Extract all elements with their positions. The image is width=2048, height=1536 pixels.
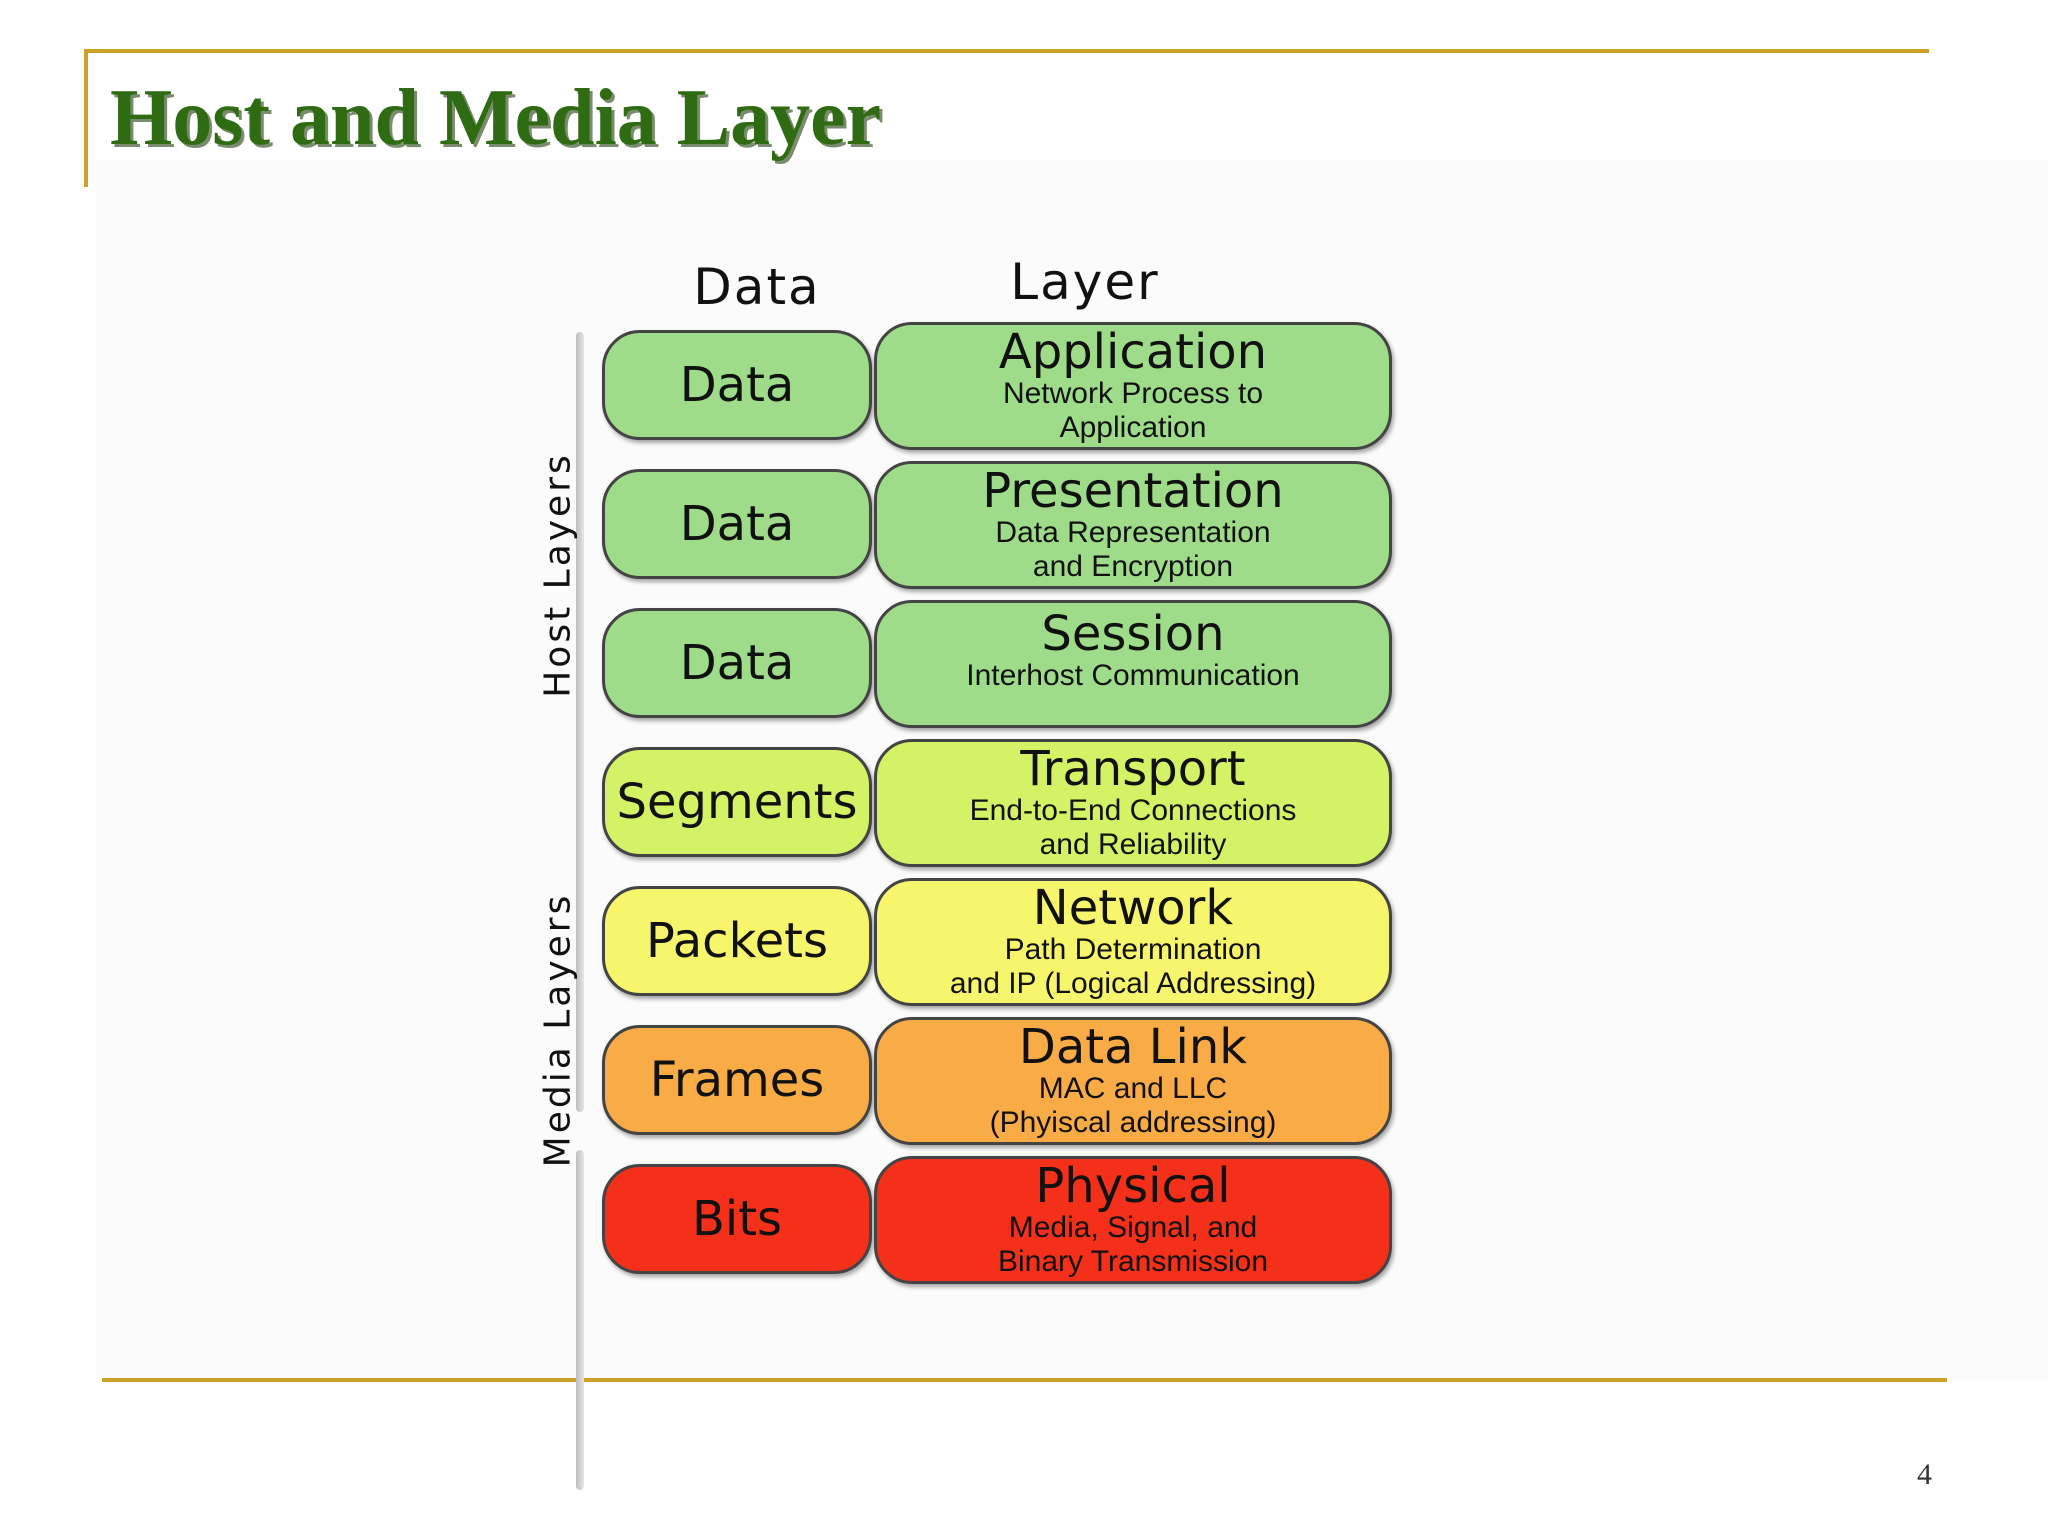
layer-row-session: Data Session Interhost Communication xyxy=(530,600,1400,728)
layer-description: Media, Signal, and xyxy=(1008,1211,1258,1244)
layer-pill-physical: Physical Media, Signal, and Binary Trans… xyxy=(874,1156,1392,1284)
layer-name: Presentation xyxy=(982,463,1284,519)
data-unit-pill: Data xyxy=(602,469,872,579)
layer-description: (Phyiscal addressing) xyxy=(989,1106,1277,1139)
layer-description: Binary Transmission xyxy=(997,1245,1269,1278)
layer-description: and Reliability xyxy=(1039,828,1227,861)
host-layers-bracket xyxy=(576,332,584,1112)
layer-row-physical: Bits Physical Media, Signal, and Binary … xyxy=(530,1156,1400,1284)
data-unit-pill: Data xyxy=(602,330,872,440)
layer-description: Interhost Communication xyxy=(966,659,1300,692)
layer-pill-presentation: Presentation Data Representation and Enc… xyxy=(874,461,1392,589)
layer-row-data-link: Frames Data Link MAC and LLC (Phyiscal a… xyxy=(530,1017,1400,1145)
layer-description: Data Representation xyxy=(995,516,1271,549)
layer-pill-data-link: Data Link MAC and LLC (Phyiscal addressi… xyxy=(874,1017,1392,1145)
layer-pill-network: Network Path Determination and IP (Logic… xyxy=(874,878,1392,1006)
media-layers-bracket xyxy=(576,1150,584,1490)
layer-row-application: Data Application Network Process to Appl… xyxy=(530,322,1400,450)
layer-name: Session xyxy=(1041,606,1225,662)
data-unit-pill: Frames xyxy=(602,1025,872,1135)
data-column-header: Data xyxy=(693,258,821,316)
page-number: 4 xyxy=(1917,1458,1932,1491)
layer-description: and IP (Logical Addressing) xyxy=(949,967,1317,1000)
top-divider xyxy=(84,49,1929,53)
layer-pill-application: Application Network Process to Applicati… xyxy=(874,322,1392,450)
layer-description: Network Process to xyxy=(1002,377,1264,410)
layer-name: Network xyxy=(1032,880,1234,936)
layer-description: and Encryption xyxy=(1032,550,1234,583)
layer-description: Path Determination xyxy=(1004,933,1262,966)
osi-diagram: Data Layer Host Layers Media Layers Data… xyxy=(530,250,1400,1490)
layer-row-network: Packets Network Path Determination and I… xyxy=(530,878,1400,1006)
layer-row-presentation: Data Presentation Data Representation an… xyxy=(530,461,1400,589)
data-unit-pill: Bits xyxy=(602,1164,872,1274)
layer-name: Application xyxy=(998,324,1268,380)
data-unit-pill: Segments xyxy=(602,747,872,857)
left-divider xyxy=(84,49,88,187)
data-unit-pill: Data xyxy=(602,608,872,718)
layer-description: MAC and LLC xyxy=(1038,1072,1228,1105)
layer-column-header: Layer xyxy=(1010,253,1160,311)
layer-description: End-to-End Connections xyxy=(969,794,1297,827)
layer-pill-session: Session Interhost Communication xyxy=(874,600,1392,728)
slide-title: Host and Media Layer xyxy=(110,74,882,162)
layer-name: Data Link xyxy=(1018,1019,1248,1075)
layer-name: Physical xyxy=(1035,1158,1231,1214)
layer-row-transport: Segments Transport End-to-End Connection… xyxy=(530,739,1400,867)
layer-name: Transport xyxy=(1020,741,1246,797)
layer-pill-transport: Transport End-to-End Connections and Rel… xyxy=(874,739,1392,867)
bottom-divider xyxy=(102,1378,1947,1382)
layer-description: Application xyxy=(1059,411,1207,444)
data-unit-pill: Packets xyxy=(602,886,872,996)
